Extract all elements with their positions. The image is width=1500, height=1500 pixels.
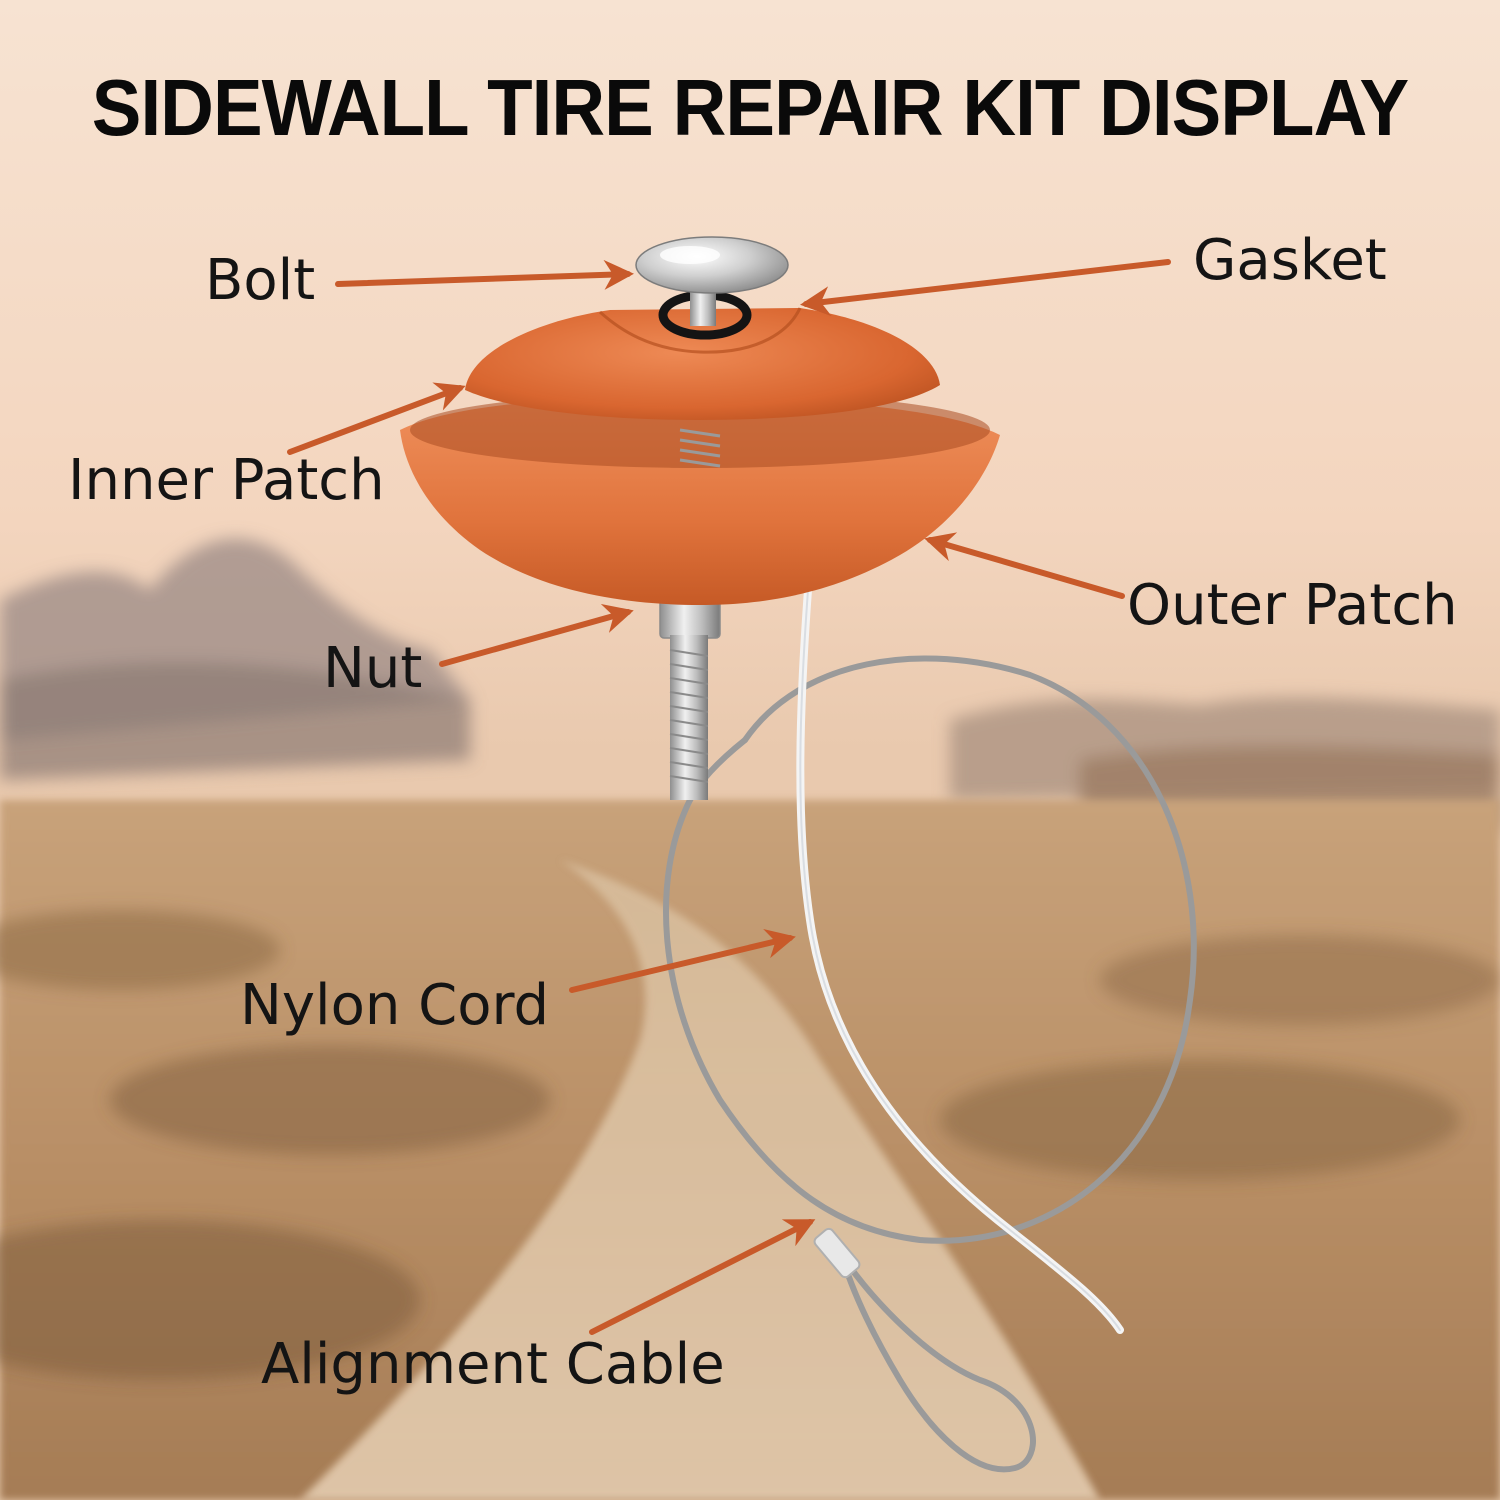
bolt-head bbox=[635, 236, 789, 294]
label-nylon-cord: Nylon Cord bbox=[240, 973, 550, 1038]
arrow-nut bbox=[439, 604, 634, 667]
label-alignment-cable: Alignment Cable bbox=[261, 1332, 725, 1397]
bolt-shaft bbox=[659, 597, 721, 800]
callout-arrows bbox=[287, 259, 1171, 1335]
alignment-cable bbox=[663, 655, 1197, 1473]
repair-kit-illustration bbox=[400, 236, 1197, 1473]
label-nut: Nut bbox=[323, 636, 423, 701]
dirt-road bbox=[300, 860, 1100, 1500]
arrow-bolt bbox=[335, 259, 634, 290]
page-title: SIDEWALL TIRE REPAIR KIT DISPLAY bbox=[91, 63, 1409, 152]
label-outer-patch: Outer Patch bbox=[1127, 573, 1458, 638]
mountains bbox=[0, 538, 1500, 830]
inner-patch-shape bbox=[465, 308, 940, 420]
arrow-inner-patch bbox=[287, 382, 466, 455]
arrow-outer-patch bbox=[924, 532, 1125, 599]
label-inner-patch: Inner Patch bbox=[68, 448, 385, 513]
brush-patches bbox=[0, 910, 1500, 1380]
arrow-gasket bbox=[800, 259, 1171, 317]
label-bolt: Bolt bbox=[205, 248, 316, 313]
arrow-nylon-cord bbox=[569, 928, 796, 993]
arrow-alignment-cable bbox=[589, 1219, 816, 1335]
label-gasket: Gasket bbox=[1193, 228, 1387, 293]
nylon-cord bbox=[796, 586, 1124, 1334]
spring bbox=[679, 428, 721, 468]
